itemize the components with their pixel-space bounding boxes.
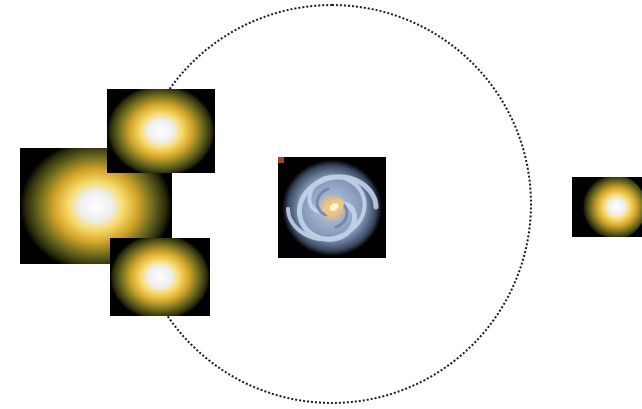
galaxy-corner-mark [278,157,284,163]
star-icon [107,89,215,173]
star-far-right [572,177,642,237]
spiral-galaxy-icon [278,157,386,258]
star-icon [572,177,642,237]
star-icon [110,238,210,316]
star-upper-left [107,89,215,173]
central-galaxy [278,157,386,258]
star-lower-left [110,238,210,316]
